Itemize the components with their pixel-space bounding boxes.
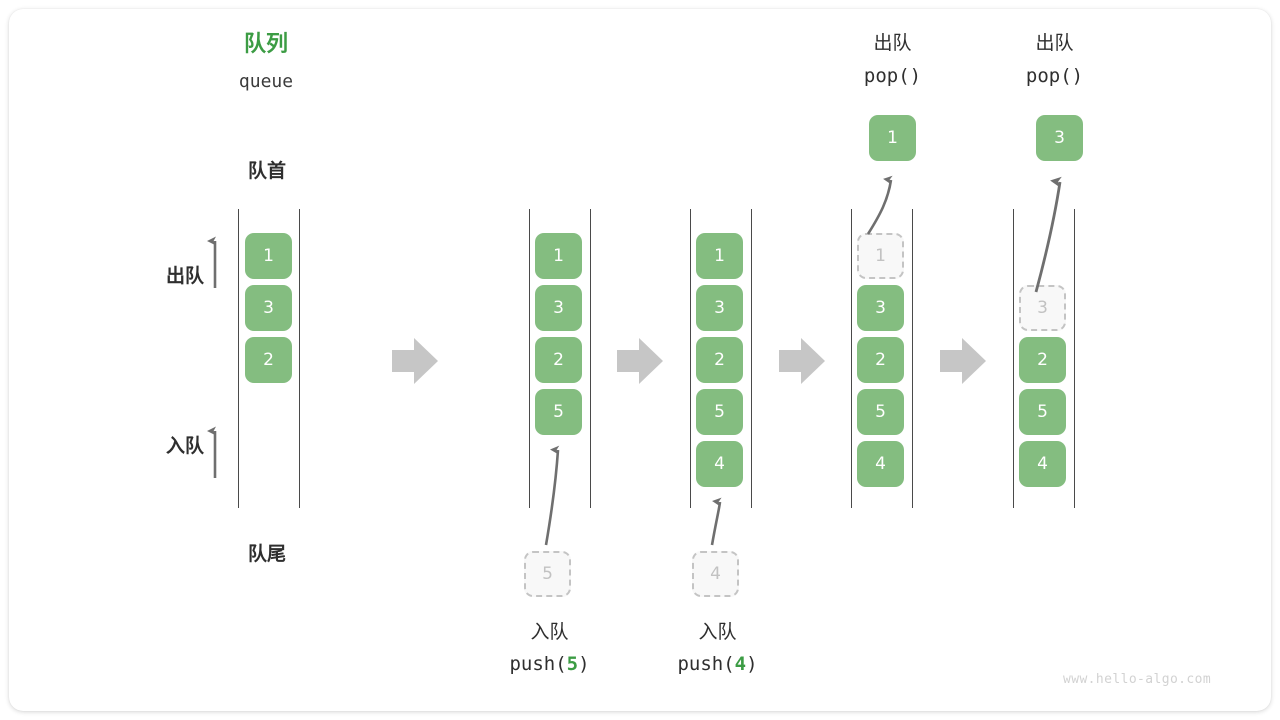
queue-item: 2 bbox=[696, 337, 743, 383]
op-label-pop-3-call: pop() bbox=[1025, 65, 1084, 87]
op-label-push-4-call: push(4) bbox=[677, 653, 758, 675]
watermark: www.hello-algo.com bbox=[1063, 672, 1212, 687]
queue-rail-right-c2 bbox=[590, 209, 591, 508]
queue-item-new: 4 bbox=[696, 441, 743, 487]
queue-rail-left-c1 bbox=[238, 209, 239, 508]
queue-rail-left-c2 bbox=[529, 209, 530, 508]
queue-item-new: 5 bbox=[535, 389, 582, 435]
incoming-element-ghost: 4 bbox=[692, 551, 739, 597]
op-arg: 4 bbox=[734, 653, 747, 675]
queue-item: 3 bbox=[245, 285, 292, 331]
queue-item: 4 bbox=[857, 441, 904, 487]
figure-title-cjk: 队列 bbox=[243, 32, 288, 57]
queue-item: 2 bbox=[1019, 337, 1066, 383]
queue-item: 2 bbox=[245, 337, 292, 383]
label-dequeue-direction: 出队 bbox=[165, 265, 204, 287]
queue-item: 2 bbox=[535, 337, 582, 383]
queue-item: 4 bbox=[1019, 441, 1066, 487]
op-arg: 5 bbox=[566, 653, 579, 675]
label-queue-front: 队首 bbox=[247, 160, 286, 182]
label-enqueue-direction: 入队 bbox=[165, 435, 204, 457]
incoming-element-ghost: 5 bbox=[524, 551, 571, 597]
queue-item: 2 bbox=[857, 337, 904, 383]
queue-rail-right-c4 bbox=[912, 209, 913, 508]
op-label-push-5-call: push(5) bbox=[509, 653, 590, 675]
queue-item: 3 bbox=[696, 285, 743, 331]
op-label-push-5-cjk: 入队 bbox=[530, 621, 569, 643]
op-label-pop-1-cjk: 出队 bbox=[873, 32, 912, 54]
queue-rail-left-c3 bbox=[690, 209, 691, 508]
op-label-pop-1-call: pop() bbox=[863, 65, 922, 87]
queue-item: 1 bbox=[245, 233, 292, 279]
queue-rail-left-c5 bbox=[1013, 209, 1014, 508]
queue-rail-left-c4 bbox=[851, 209, 852, 508]
queue-item: 5 bbox=[857, 389, 904, 435]
removed-element-ghost: 1 bbox=[857, 233, 904, 279]
popped-element: 3 bbox=[1036, 115, 1083, 161]
popped-element: 1 bbox=[869, 115, 916, 161]
queue-item: 5 bbox=[696, 389, 743, 435]
queue-rail-right-c1 bbox=[299, 209, 300, 508]
figure-title-en: queue bbox=[238, 71, 294, 92]
figure-card bbox=[9, 9, 1271, 711]
op-label-pop-3-cjk: 出队 bbox=[1035, 32, 1074, 54]
queue-item: 5 bbox=[1019, 389, 1066, 435]
label-queue-rear: 队尾 bbox=[247, 543, 286, 565]
op-label-push-4-cjk: 入队 bbox=[698, 621, 737, 643]
queue-item: 3 bbox=[857, 285, 904, 331]
removed-element-ghost: 3 bbox=[1019, 285, 1066, 331]
queue-item: 1 bbox=[535, 233, 582, 279]
queue-item: 1 bbox=[696, 233, 743, 279]
queue-rail-right-c3 bbox=[751, 209, 752, 508]
queue-item: 3 bbox=[535, 285, 582, 331]
queue-rail-right-c5 bbox=[1074, 209, 1075, 508]
